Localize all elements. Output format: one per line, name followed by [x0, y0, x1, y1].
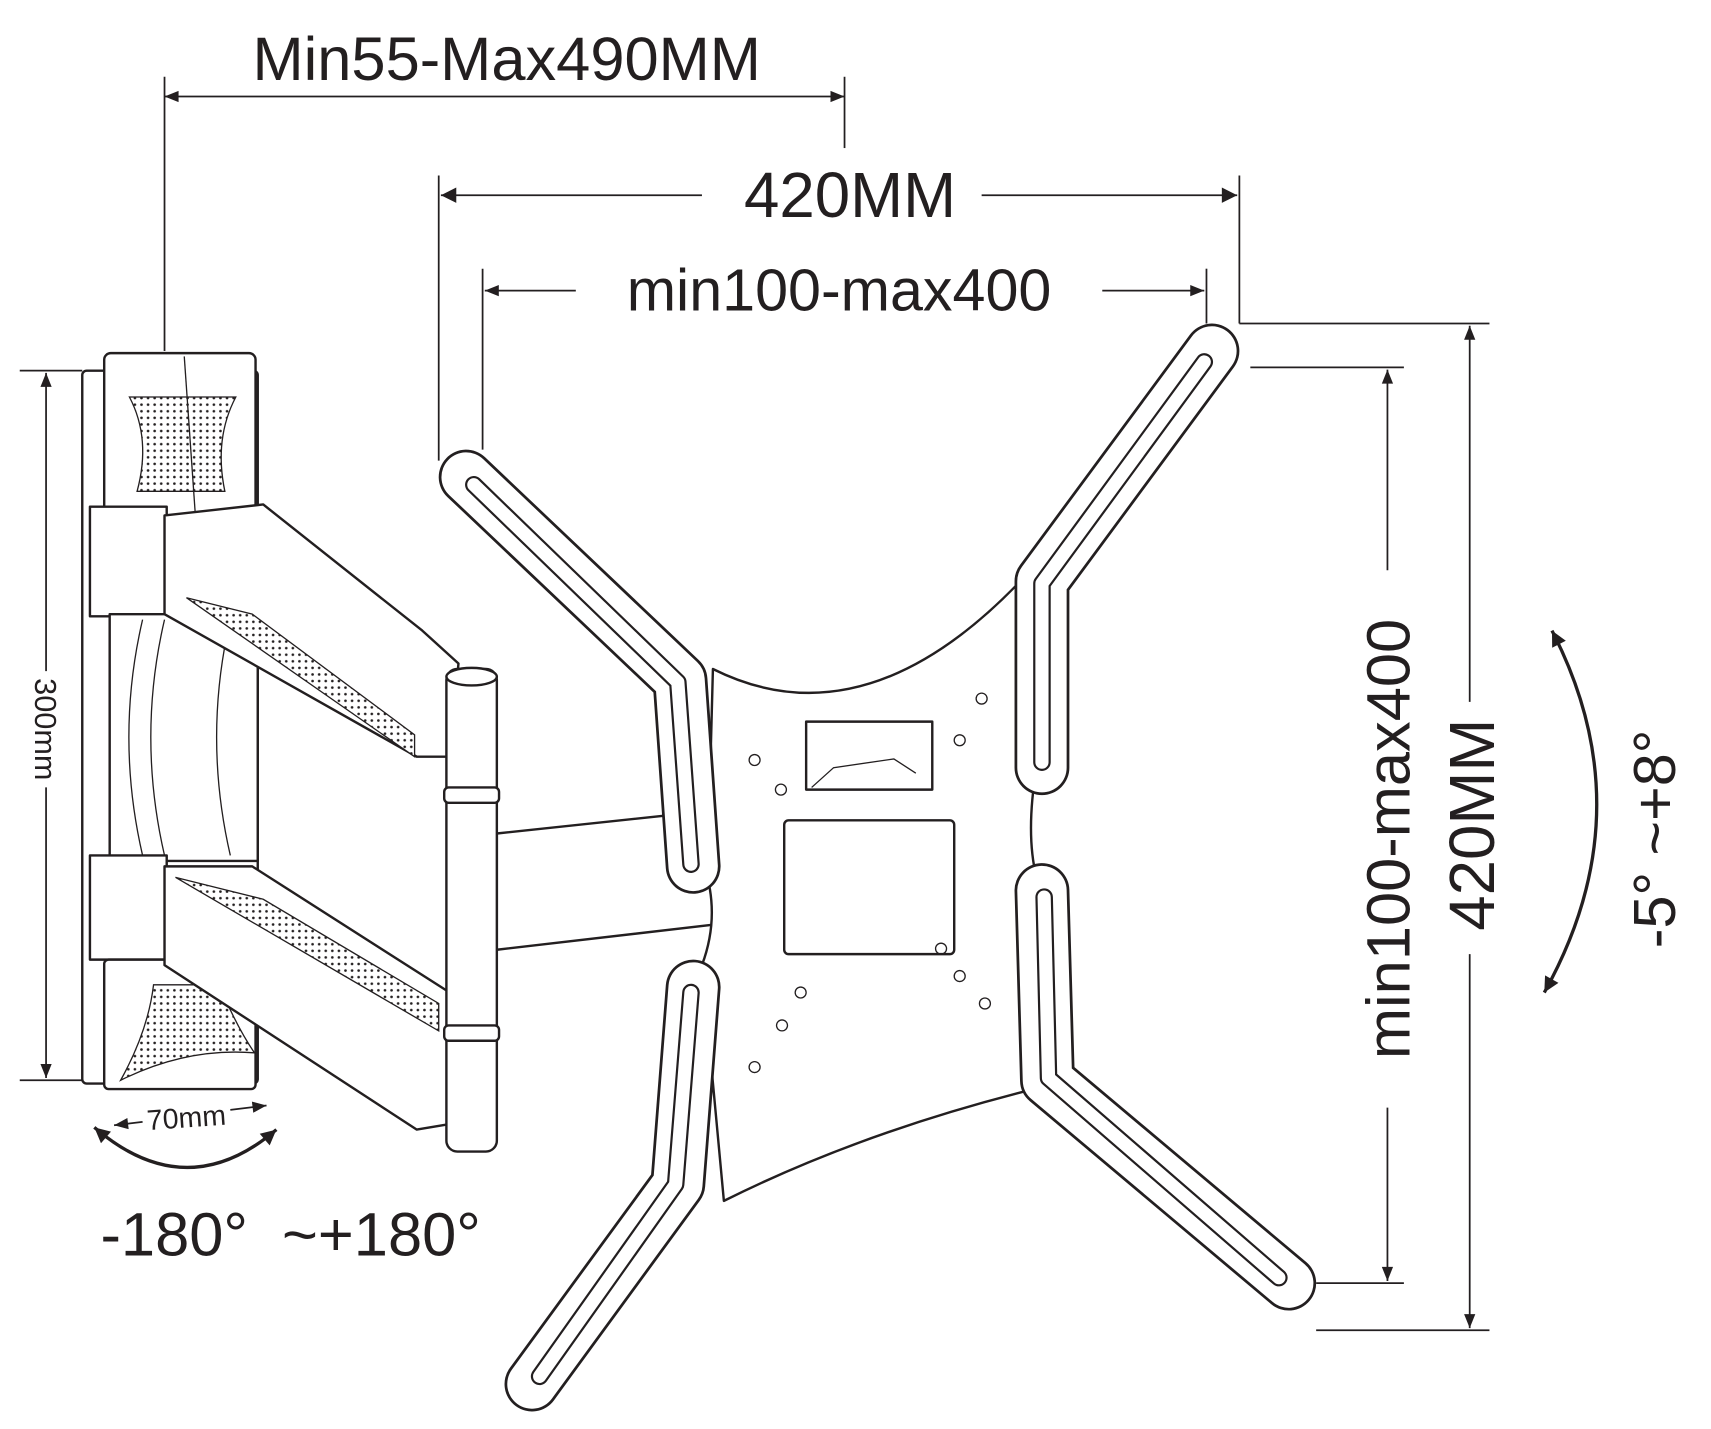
- swing-arms: [163, 503, 726, 1153]
- vesa-arm-outlines: [438, 323, 1317, 1412]
- vesa-plate: [438, 323, 1317, 1412]
- vesa-horizontal-label: min100-max400: [627, 256, 1052, 323]
- wall-plate-height-label: 300mm: [28, 678, 63, 780]
- tilt-range-label: -5° ~+8°: [1621, 730, 1688, 949]
- swivel-range-label: -180° ~+180°: [100, 1201, 480, 1270]
- arm-extension-label: Min55-Max490MM: [252, 25, 760, 94]
- plate-width-label: 420MM: [744, 160, 956, 231]
- vesa-vertical-label: min100-max400: [1354, 619, 1423, 1059]
- dimension-lines: [19, 76, 1599, 1332]
- wall-plate-width-label: 70mm: [146, 1100, 227, 1137]
- plate-height-label: 420MM: [1437, 719, 1508, 931]
- mounting-holes: [748, 692, 992, 1074]
